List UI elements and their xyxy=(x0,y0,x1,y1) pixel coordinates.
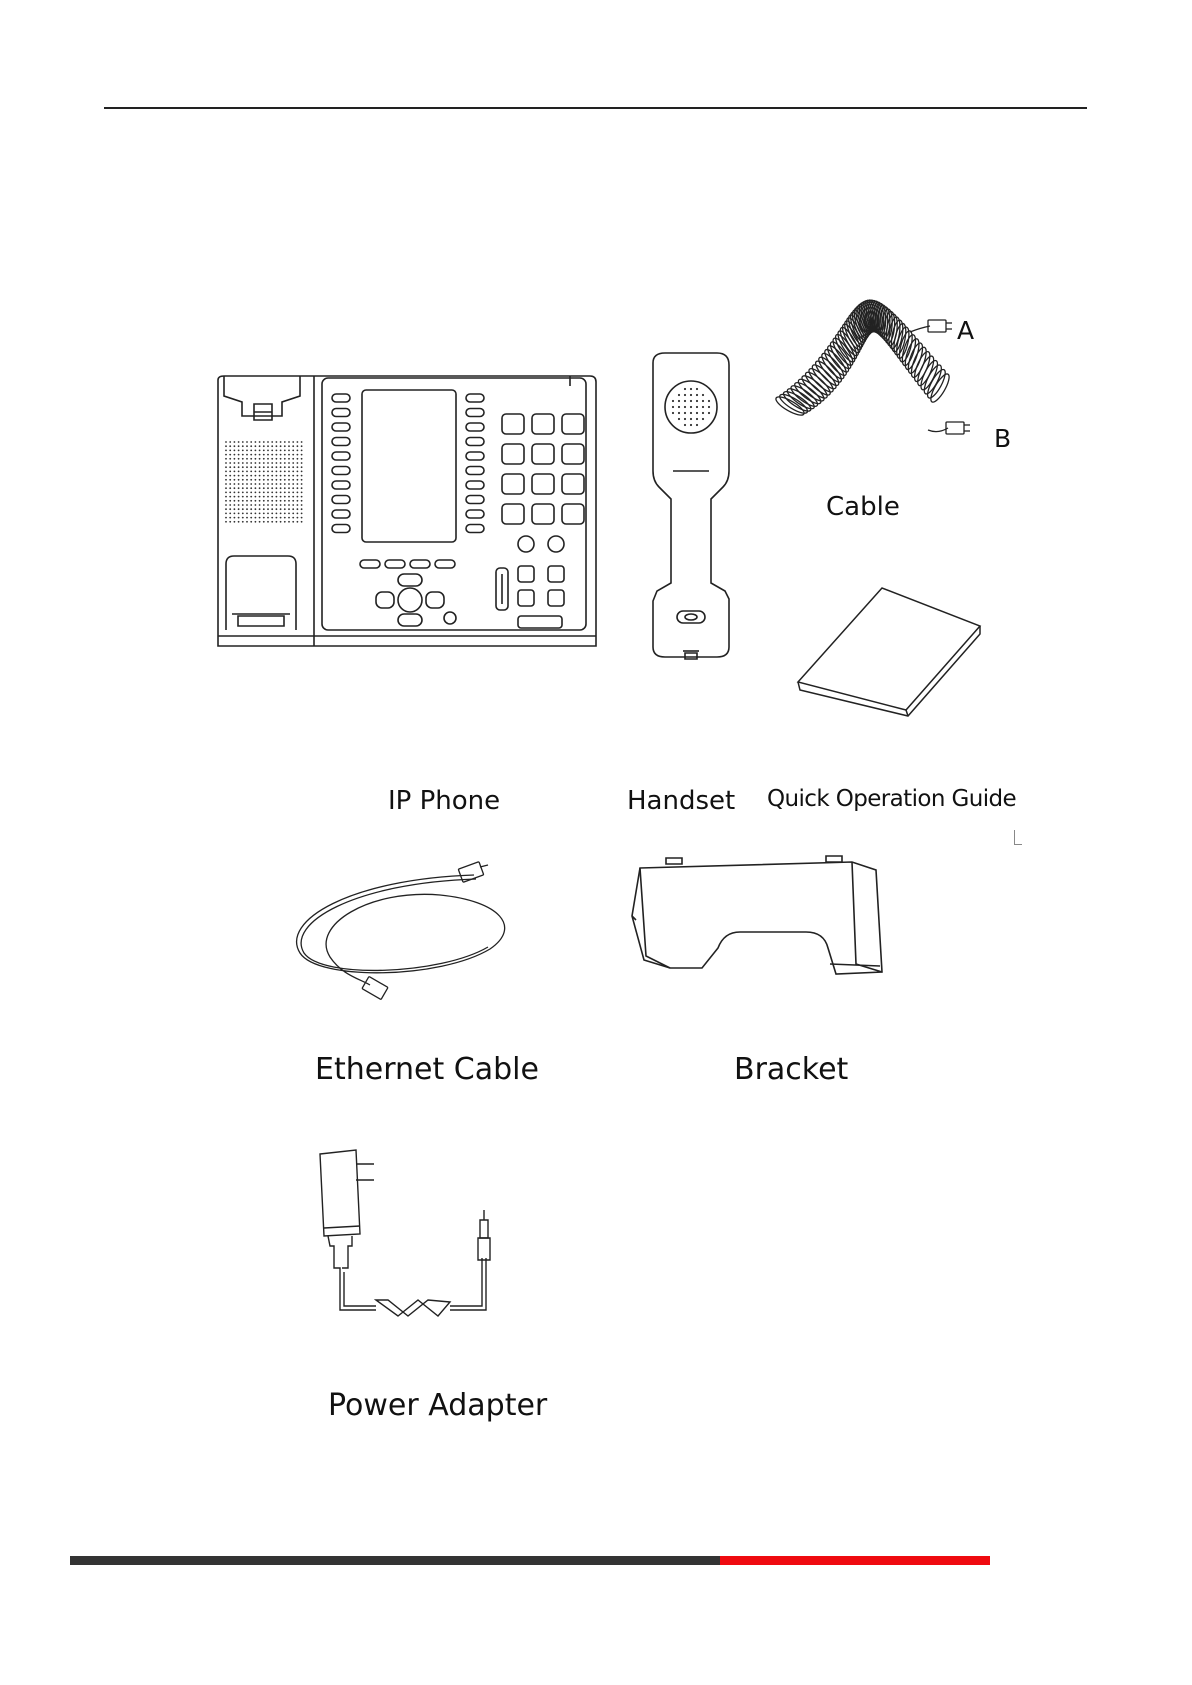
cable-end-b-label: B xyxy=(994,424,1011,453)
cable-label: Cable xyxy=(826,492,900,522)
cable-end-a-label: A xyxy=(957,316,974,345)
power-adapter-label: Power Adapter xyxy=(328,1388,547,1423)
ip-phone-icon xyxy=(214,374,600,654)
crop-mark xyxy=(1014,830,1022,845)
ip-phone-label: IP Phone xyxy=(388,786,500,816)
footer-bar-red xyxy=(720,1556,990,1565)
ethernet-cable-icon xyxy=(290,861,530,1011)
ethernet-cable-label: Ethernet Cable xyxy=(315,1052,539,1087)
handset-label: Handset xyxy=(627,786,735,816)
header-rule xyxy=(104,107,1087,109)
handset-icon xyxy=(643,351,738,663)
bracket-icon xyxy=(630,856,890,982)
footer-bar-dark xyxy=(70,1556,720,1565)
bracket-label: Bracket xyxy=(734,1052,848,1087)
power-adapter-icon xyxy=(318,1150,508,1325)
quick-guide-label: Quick Operation Guide xyxy=(767,786,1016,812)
guide-booklet-icon xyxy=(794,586,984,716)
